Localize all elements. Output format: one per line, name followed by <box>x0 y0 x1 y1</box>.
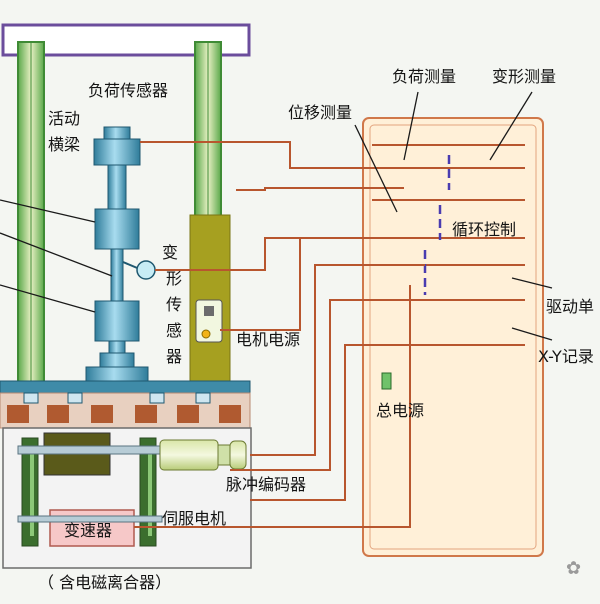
upper-grip <box>94 208 140 250</box>
drive-unit-label: 驱动单 <box>546 297 594 316</box>
disp-measure-label: 位移测量 <box>288 103 352 122</box>
pulse-encoder-label: 脉冲编码器 <box>226 475 306 494</box>
table-blocks <box>7 405 241 423</box>
base-plate <box>85 366 149 382</box>
upper-rod <box>107 164 127 210</box>
table-feet <box>23 392 211 404</box>
drive-shaft <box>17 445 163 455</box>
clutch-note-label: （ 含电磁离合器） <box>38 573 171 592</box>
specimen <box>110 248 124 302</box>
dashed-links <box>423 155 451 295</box>
deform-measure-label: 变形测量 <box>492 67 556 86</box>
lower-base <box>99 352 135 368</box>
deform-sensor-label-4: 感 <box>166 321 182 340</box>
leader-lines <box>0 91 553 341</box>
machine-table <box>0 380 251 394</box>
moving-beam-label-line1: 活动 <box>48 109 80 128</box>
control-cabinet <box>362 117 544 557</box>
servo-motor-label: 伺服电机 <box>162 509 226 528</box>
deform-sensor-label-5: 器 <box>166 347 182 366</box>
main-power-indicator <box>381 372 392 390</box>
cycle-control-label: 循环控制 <box>452 220 516 239</box>
load-measure-label: 负荷测量 <box>392 67 456 86</box>
watermark-icon: ✿ <box>566 558 581 579</box>
deform-sensor-label-1: 变 <box>162 243 178 262</box>
lower-rod <box>108 340 126 354</box>
deform-sensor-label-3: 传 <box>166 295 182 314</box>
lower-grip <box>94 300 140 342</box>
servo-motor <box>159 439 247 471</box>
extensometer <box>122 260 156 280</box>
load-sensor <box>93 126 141 166</box>
motor-power-switch <box>195 299 223 343</box>
main-power-label: 总电源 <box>376 401 424 420</box>
xy-recorder-label: X-Y记录 <box>538 347 594 366</box>
load-sensor-label: 负荷传感器 <box>88 81 168 100</box>
moving-beam-label-line2: 横梁 <box>48 135 80 154</box>
deform-sensor-label-2: 形 <box>166 269 182 288</box>
left-column <box>17 41 45 383</box>
gearbox-shaft <box>17 515 163 523</box>
signal-wires <box>134 141 425 528</box>
gearbox-label: 变速器 <box>64 521 112 540</box>
cabinet-inner <box>369 124 537 550</box>
motor-power-label: 电机电源 <box>236 330 300 349</box>
